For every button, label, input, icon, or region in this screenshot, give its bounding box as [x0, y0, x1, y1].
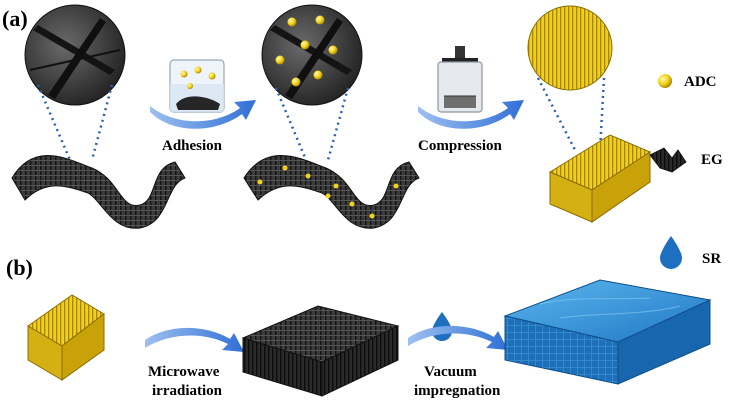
microwave-arrow — [145, 327, 244, 352]
compression-arrow — [418, 100, 524, 129]
magnifier-aligned-eg — [527, 5, 613, 91]
step-microwave-line1: Microwave — [148, 364, 220, 380]
legend-label-adc: ADC — [684, 74, 717, 90]
graphite-flake-icon — [649, 147, 687, 173]
compressed-eg-adc-block — [27, 294, 105, 381]
zoom-line — [536, 77, 577, 151]
panel-a-label: (a) — [2, 6, 28, 31]
microwave-expanded-block — [241, 305, 400, 397]
zoom-line — [274, 87, 308, 161]
adhesion-arrow — [150, 100, 256, 129]
step-adhesion-label: Adhesion — [162, 138, 223, 154]
sr-impregnated-block — [503, 279, 712, 385]
expanded-graphite-worm-with-adc — [243, 155, 420, 229]
step-vacuum-line1: Vacuum — [424, 364, 477, 380]
compressed-eg-adc-block — [548, 134, 652, 223]
zoom-line — [326, 87, 350, 161]
press-mold-icon — [437, 46, 483, 113]
panel-b-label: (b) — [6, 255, 33, 280]
magnifier-eg-adc — [261, 4, 363, 106]
vacuum-arrow — [408, 325, 508, 350]
legend: ADC EG SR — [649, 74, 723, 269]
zoom-line — [598, 77, 606, 151]
zoom-line — [90, 84, 114, 161]
legend-label-sr: SR — [702, 251, 721, 267]
yellow-sphere-icon — [658, 74, 672, 88]
beaker-icon — [169, 59, 225, 113]
blue-droplet-icon — [660, 236, 682, 269]
legend-label-eg: EG — [701, 152, 723, 168]
expanded-graphite-worm — [11, 155, 186, 229]
magnifier-eg-surface — [24, 4, 126, 106]
zoom-line — [36, 84, 72, 161]
step-vacuum-line2: impregnation — [414, 383, 501, 399]
step-compression-label: Compression — [418, 138, 503, 154]
step-microwave-line2: irradiation — [152, 383, 223, 399]
